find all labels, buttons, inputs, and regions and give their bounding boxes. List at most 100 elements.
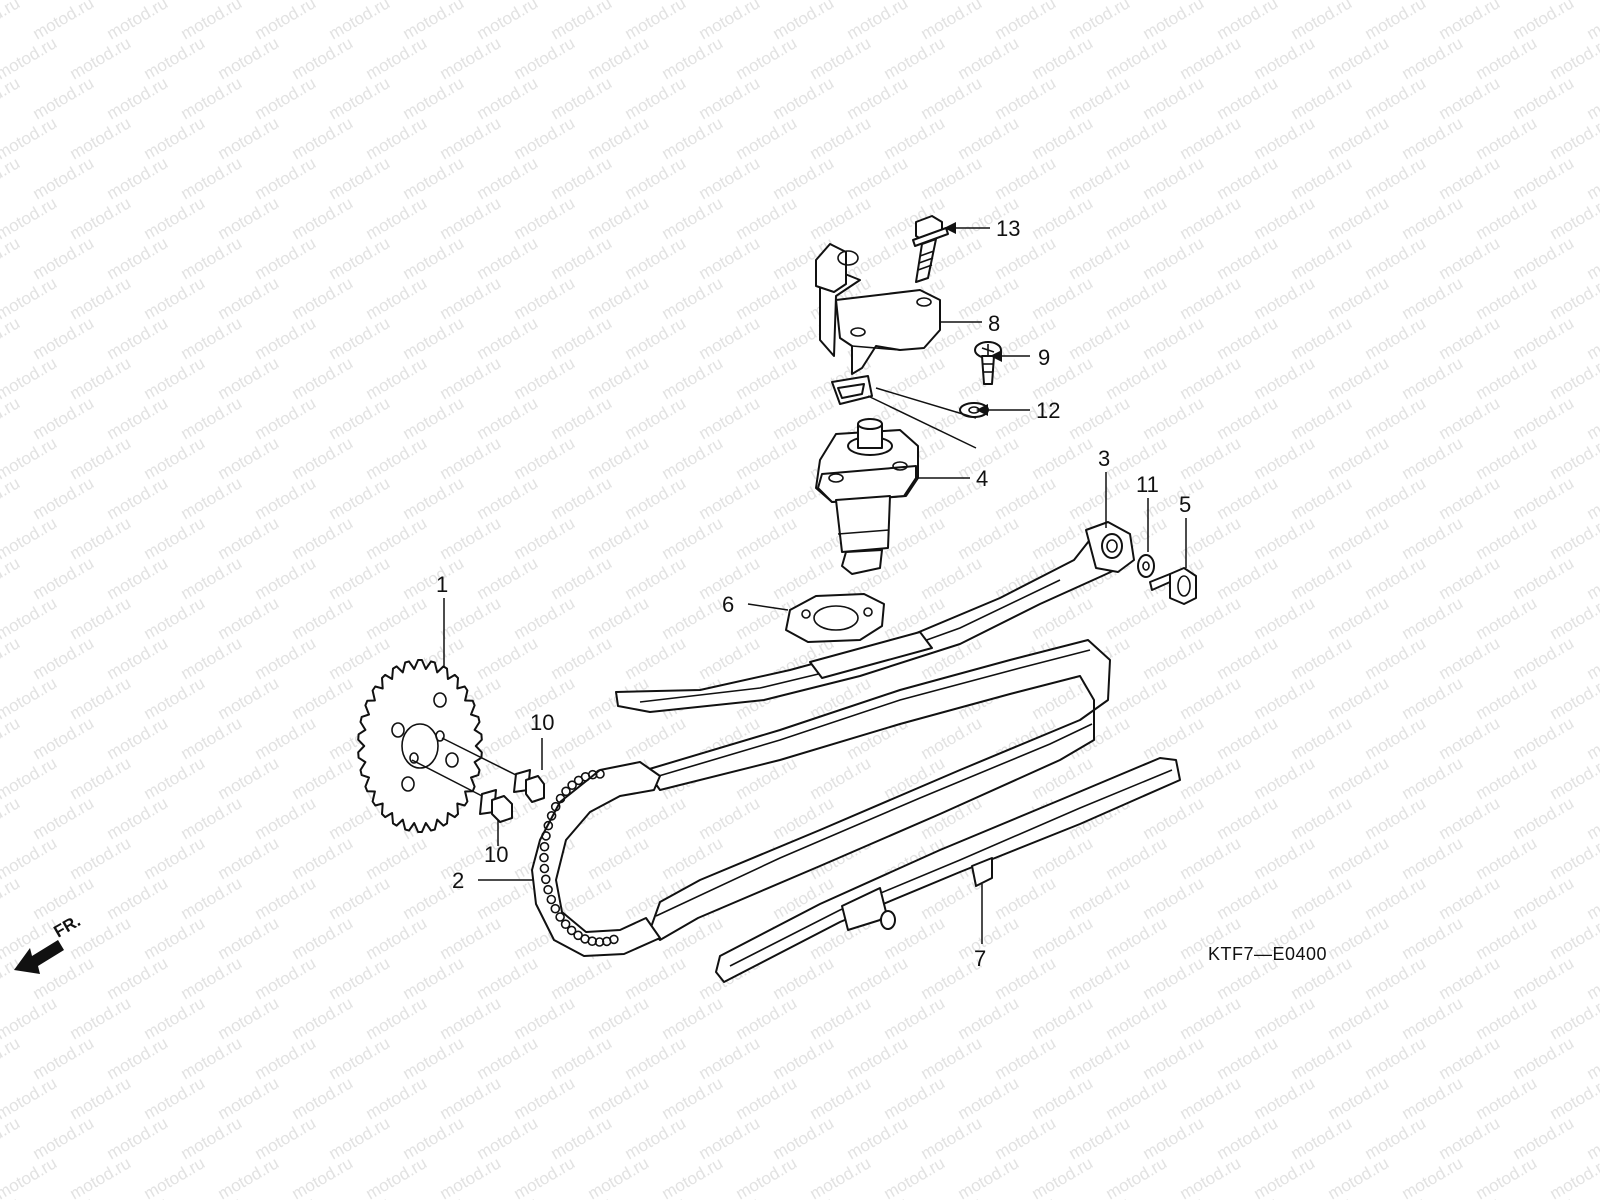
watermark-text: motod.ru [1177,673,1245,723]
callout-13: 13 [996,216,1020,241]
watermark-text: motod.ru [326,473,394,523]
watermark-text: motod.ru [1103,113,1171,163]
watermark-text: motod.ru [215,33,283,83]
watermark-text: motod.ru [0,233,23,283]
part-5-pivot-bolt[interactable] [1149,567,1197,605]
watermark-text: motod.ru [400,553,468,603]
part-10-sprocket-bolt-upper[interactable] [441,737,545,803]
watermark-text: motod.ru [511,353,579,403]
watermark-text: motod.ru [1436,1033,1504,1083]
watermark-text: motod.ru [30,633,98,683]
chain-roller [546,894,557,905]
watermark-text: motod.ru [1473,993,1541,1043]
chain-roller [541,831,551,841]
watermark-text: motod.ru [696,793,764,843]
watermark-text: motod.ru [1399,593,1467,643]
watermark-text: motod.ru [30,553,98,603]
watermark-text: motod.ru [363,1153,431,1200]
part-13-bolt[interactable] [912,215,949,283]
watermark-text: motod.ru [0,633,23,683]
watermark-text: motod.ru [1547,433,1600,483]
watermark-text: motod.ru [1325,913,1393,963]
chain-roller [540,874,551,885]
watermark-text: motod.ru [1066,873,1134,923]
watermark-text: motod.ru [104,0,172,43]
watermark-text: motod.ru [1214,553,1282,603]
watermark-text: motod.ru [1066,73,1134,123]
watermark-text: motod.ru [1436,393,1504,443]
watermark-text: motod.ru [30,313,98,363]
callout-7: 7 [974,946,986,971]
part-6-gasket[interactable] [785,593,885,643]
watermark-text: motod.ru [289,353,357,403]
part-3-tensioner-arm[interactable] [615,521,1135,713]
part-10-sprocket-bolt-lower[interactable] [411,759,513,823]
watermark-text: motod.ru [696,313,764,363]
watermark-text: motod.ru [0,1113,23,1163]
watermark-text: motod.ru [326,393,394,443]
watermark-text: motod.ru [659,433,727,483]
watermark-text: motod.ru [1362,1113,1430,1163]
watermark-text: motod.ru [511,273,579,323]
watermark-text: motod.ru [1362,553,1430,603]
part-1-cam-sprocket[interactable] [357,659,483,833]
watermark-text: motod.ru [1325,1153,1393,1200]
watermark-text: motod.ru [1547,273,1600,323]
watermark-text: motod.ru [622,953,690,1003]
watermark-text: motod.ru [1177,33,1245,83]
watermark-text: motod.ru [770,953,838,1003]
chain-roller [539,841,550,852]
watermark-text: motod.ru [289,113,357,163]
watermark-text: motod.ru [252,633,320,683]
watermark-text: motod.ru [696,1033,764,1083]
watermark-text: motod.ru [1510,473,1578,523]
watermark-text: motod.ru [585,513,653,563]
watermark-text: motod.ru [918,553,986,603]
front-direction-arrow-icon [14,940,64,974]
watermark-text: motod.ru [437,593,505,643]
watermark-text: motod.ru [437,33,505,83]
watermark-text: motod.ru [1251,993,1319,1043]
watermark-text: motod.ru [289,33,357,83]
watermark-text: motod.ru [733,1153,801,1200]
watermark-text: motod.ru [1288,793,1356,843]
watermark-text: motod.ru [0,873,23,923]
watermark-text: motod.ru [1177,273,1245,323]
watermark-text: motod.ru [622,1193,690,1200]
watermark-text: motod.ru [548,953,616,1003]
watermark-text: motod.ru [215,833,283,883]
watermark-text: motod.ru [326,953,394,1003]
part-2-cam-chain[interactable] [531,639,1111,957]
watermark-text: motod.ru [289,833,357,883]
watermark-text: motod.ru [400,1113,468,1163]
front-direction-label: FR. [51,911,84,941]
watermark-text: motod.ru [1214,1113,1282,1163]
watermark-text: motod.ru [1510,1193,1578,1200]
part-8-tensioner-bracket[interactable] [815,243,941,375]
watermark-text: motod.ru [1473,433,1541,483]
watermark-text: motod.ru [1436,953,1504,1003]
watermark-text: motod.ru [1214,313,1282,363]
watermark-text: motod.ru [289,993,357,1043]
part-4-tensioner-lifter[interactable] [815,418,919,575]
watermark-text: motod.ru [622,1033,690,1083]
tensioner-seal-cap[interactable] [831,375,977,449]
watermark-text: motod.ru [585,113,653,163]
watermark-text: motod.ru [1288,393,1356,443]
watermark-text: motod.ru [548,313,616,363]
watermark-text: motod.ru [1510,713,1578,763]
watermark-text: motod.ru [1473,1073,1541,1123]
watermark-text: motod.ru [474,153,542,203]
watermark-text: motod.ru [1362,1033,1430,1083]
part-7-chain-guide[interactable] [715,757,1181,983]
part-11-washer[interactable] [1137,554,1155,578]
watermark-text: motod.ru [1547,913,1600,963]
watermark-text: motod.ru [289,273,357,323]
watermark-text: motod.ru [1140,793,1208,843]
watermark-text: motod.ru [548,1193,616,1200]
watermark-text: motod.ru [1325,1073,1393,1123]
watermark-text: motod.ru [511,193,579,243]
watermark-text: motod.ru [1177,753,1245,803]
watermark-text: motod.ru [1399,1153,1467,1200]
